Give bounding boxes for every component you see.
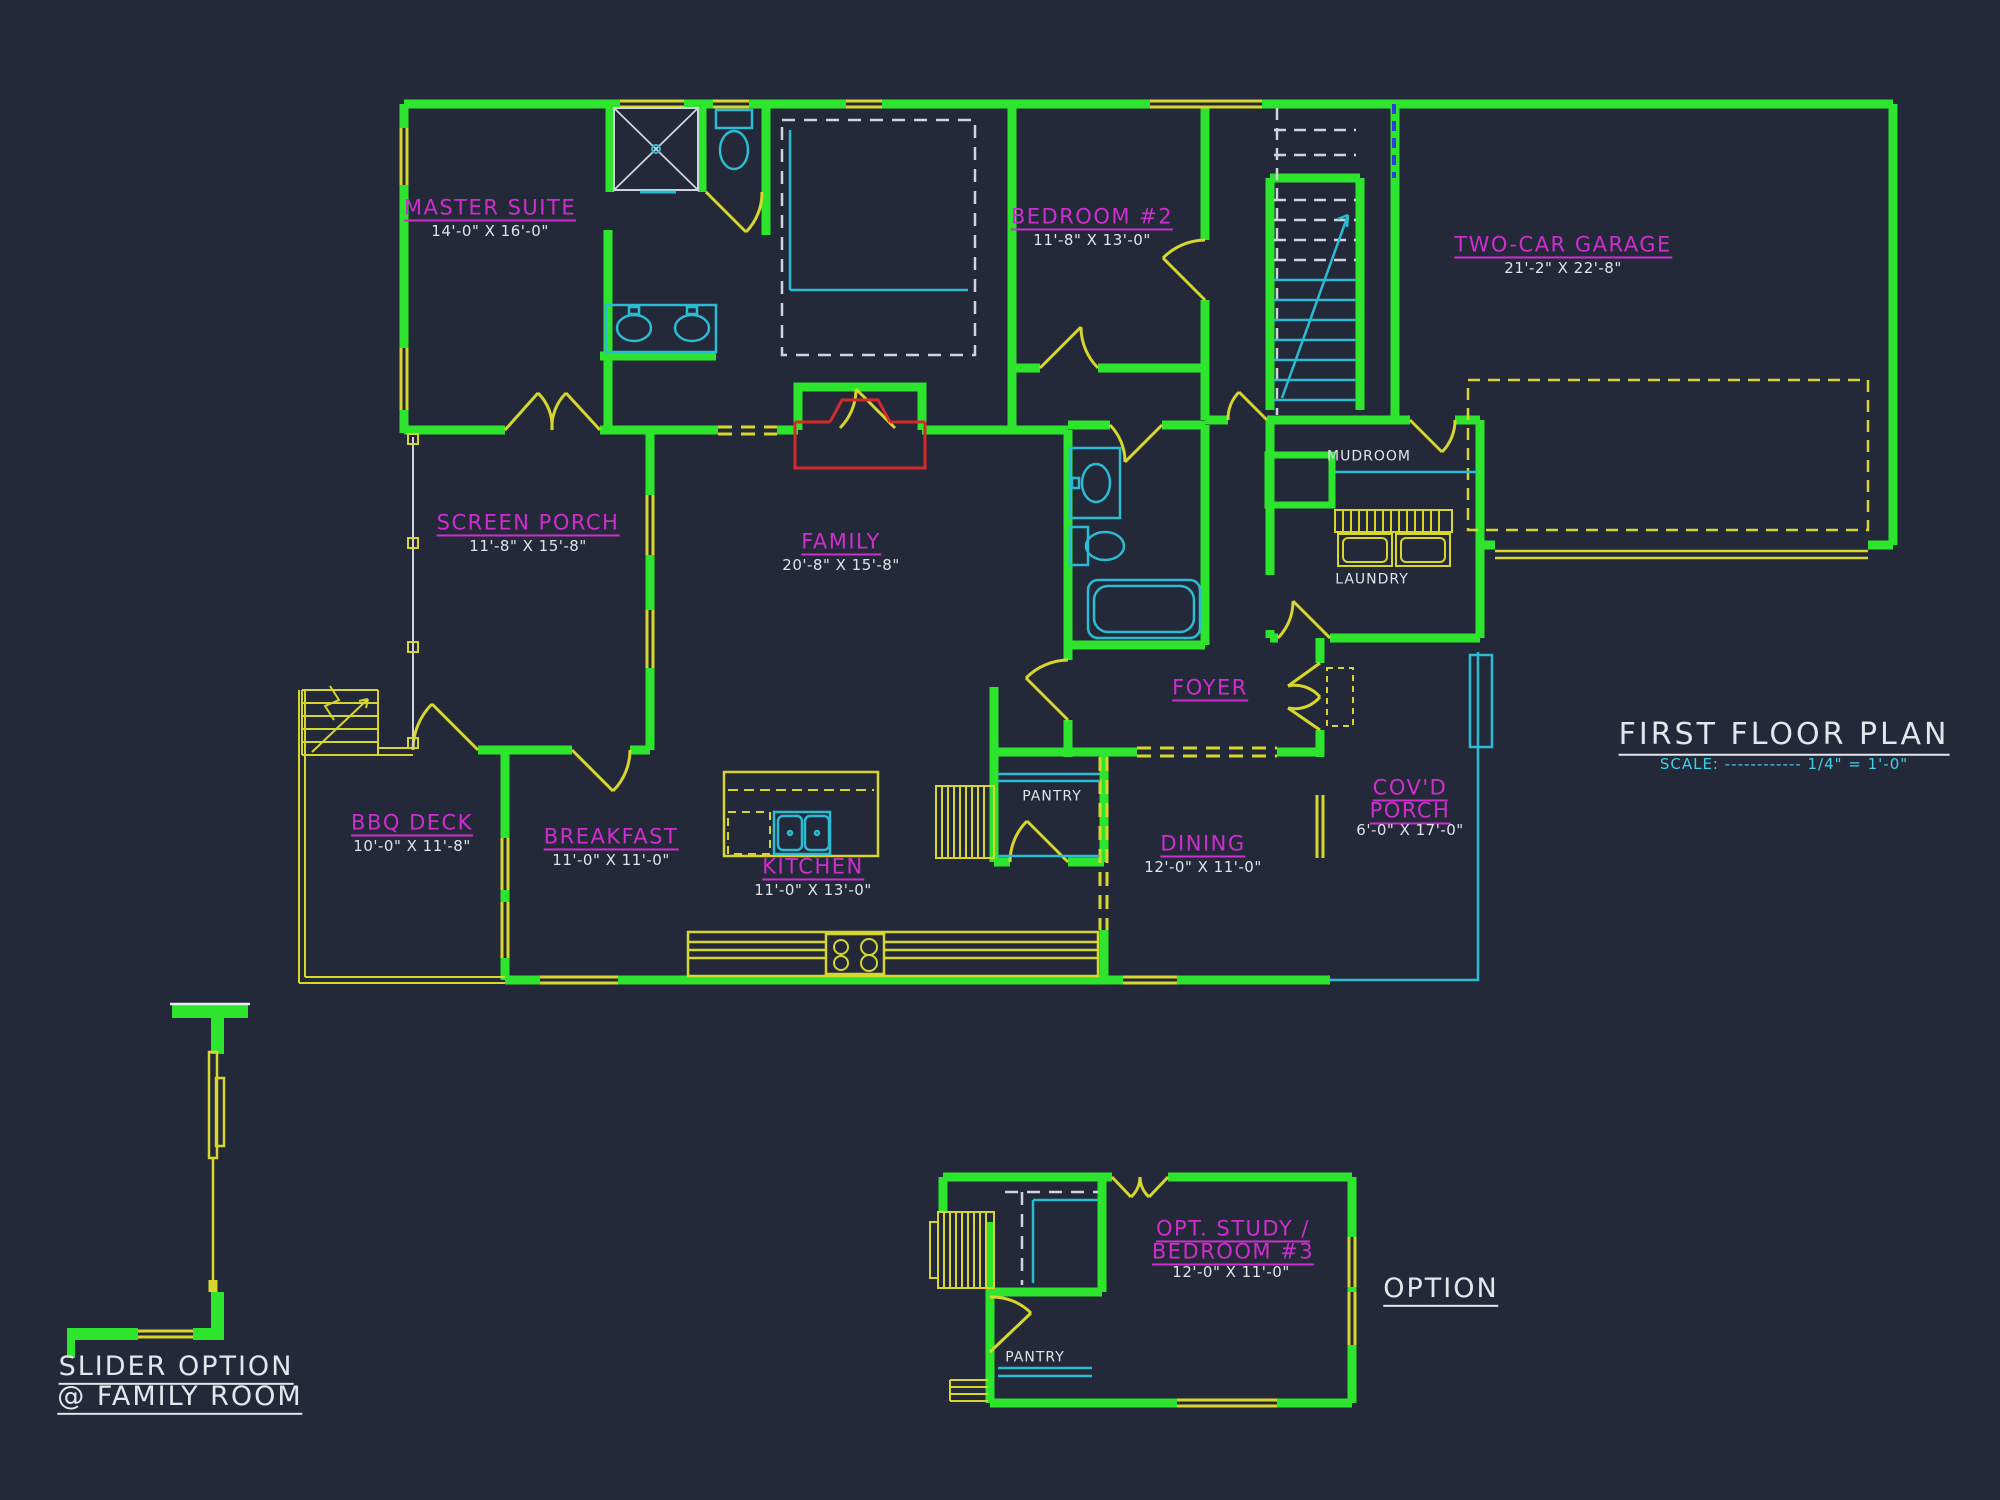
room-dim-master-suite: 14'-0" X 16'-0" <box>431 222 549 241</box>
sheet-title: FIRST FLOOR PLAN <box>1618 719 1950 756</box>
fireplace <box>793 398 927 470</box>
island <box>722 770 880 858</box>
walls-main <box>399 99 1898 985</box>
room-label-screen-porch: SCREEN PORCH <box>436 511 620 537</box>
option-caption: OPTION <box>1383 1274 1499 1308</box>
sheet-scale: SCALE: ------------ 1/4" = 1'-0" <box>1659 755 1909 774</box>
option-steps <box>949 1379 988 1402</box>
slider-panels <box>207 1050 226 1280</box>
slider-option-caption-line1: SLIDER OPTION <box>58 1352 294 1386</box>
option-room-label-line1: OPT. STUDY / <box>1155 1217 1311 1243</box>
windows-yellow <box>138 99 1357 1408</box>
screen-porch-screen <box>407 433 419 749</box>
walkin-closet <box>780 118 977 357</box>
island-sink <box>772 810 832 856</box>
mudroom-bench <box>1264 451 1336 509</box>
option-refrigerator <box>929 1211 995 1289</box>
room-dim-screen-porch: 11'-8" X 15'-8" <box>469 537 587 556</box>
garage-door <box>1495 549 1868 560</box>
doors <box>411 190 1457 1354</box>
room-dim-covd-porch: 6'-0" X 17'-0" <box>1356 821 1464 840</box>
option-plan-fixtures <box>929 1190 1098 1402</box>
mudroom-laundry-fixtures <box>1334 470 1477 567</box>
walls-option-plan <box>938 1172 1357 1408</box>
staircase <box>1274 108 1356 415</box>
option-pantry-shelves <box>998 1366 1092 1378</box>
room-label-garage: TWO-CAR GARAGE <box>1454 233 1672 259</box>
room-dim-dining: 12'-0" X 11'-0" <box>1144 858 1262 877</box>
room-dim-garage: 21'-2" X 22'-8" <box>1504 259 1622 278</box>
room-dim-kitchen: 11'-0" X 13'-0" <box>754 881 872 900</box>
slider-option-detail-walls <box>67 1002 250 1358</box>
hall-bath <box>1068 446 1202 640</box>
room-label-foyer: FOYER <box>1172 676 1248 702</box>
pantry-shelves <box>998 772 1100 858</box>
garage-storage-dashed <box>1466 378 1870 532</box>
room-dim-breakfast: 11'-0" X 11'-0" <box>552 851 670 870</box>
bbq-deck-rails <box>298 685 505 984</box>
shower <box>613 107 699 194</box>
room-label-family: FAMILY <box>801 530 881 556</box>
master-vanity <box>604 303 718 354</box>
option-pantry-label: PANTRY <box>1005 1349 1065 1366</box>
windows-center-line <box>138 102 1354 1405</box>
room-label-covd-porch: PORCH <box>1369 799 1451 825</box>
room-label-master-suite: MASTER SUITE <box>403 196 577 222</box>
cased-openings <box>718 425 1277 930</box>
room-label-dining: DINING <box>1160 832 1246 858</box>
stove <box>824 932 886 976</box>
room-label-bedroom-2: BEDROOM #2 <box>1010 205 1174 231</box>
option-room-label-line2: BEDROOM #3 <box>1151 1240 1315 1266</box>
slider-option-caption-line2: @ FAMILY ROOM <box>57 1382 303 1416</box>
option-room-dim: 12'-0" X 11'-0" <box>1172 1263 1290 1282</box>
area-label-pantry: PANTRY <box>1022 788 1082 805</box>
room-label-covd: COV'D <box>1372 776 1448 802</box>
area-label-laundry: LAUNDRY <box>1335 571 1409 588</box>
option-closet <box>1005 1190 1098 1285</box>
room-dim-bbq-deck: 10'-0" X 11'-8" <box>353 837 471 856</box>
refrigerator <box>935 785 995 859</box>
master-toilet <box>714 108 754 171</box>
covered-porch-outline <box>1330 652 1494 982</box>
room-label-bbq-deck: BBQ DECK <box>351 811 473 837</box>
room-label-breakfast: BREAKFAST <box>543 825 679 851</box>
area-label-mudroom: MUDROOM <box>1327 448 1411 465</box>
room-label-kitchen: KITCHEN <box>762 855 864 881</box>
kitchen-fixtures <box>686 770 1100 978</box>
room-dim-bedroom-2: 11'-8" X 13'-0" <box>1033 231 1151 250</box>
room-dim-family: 20'-8" X 15'-8" <box>782 556 900 575</box>
